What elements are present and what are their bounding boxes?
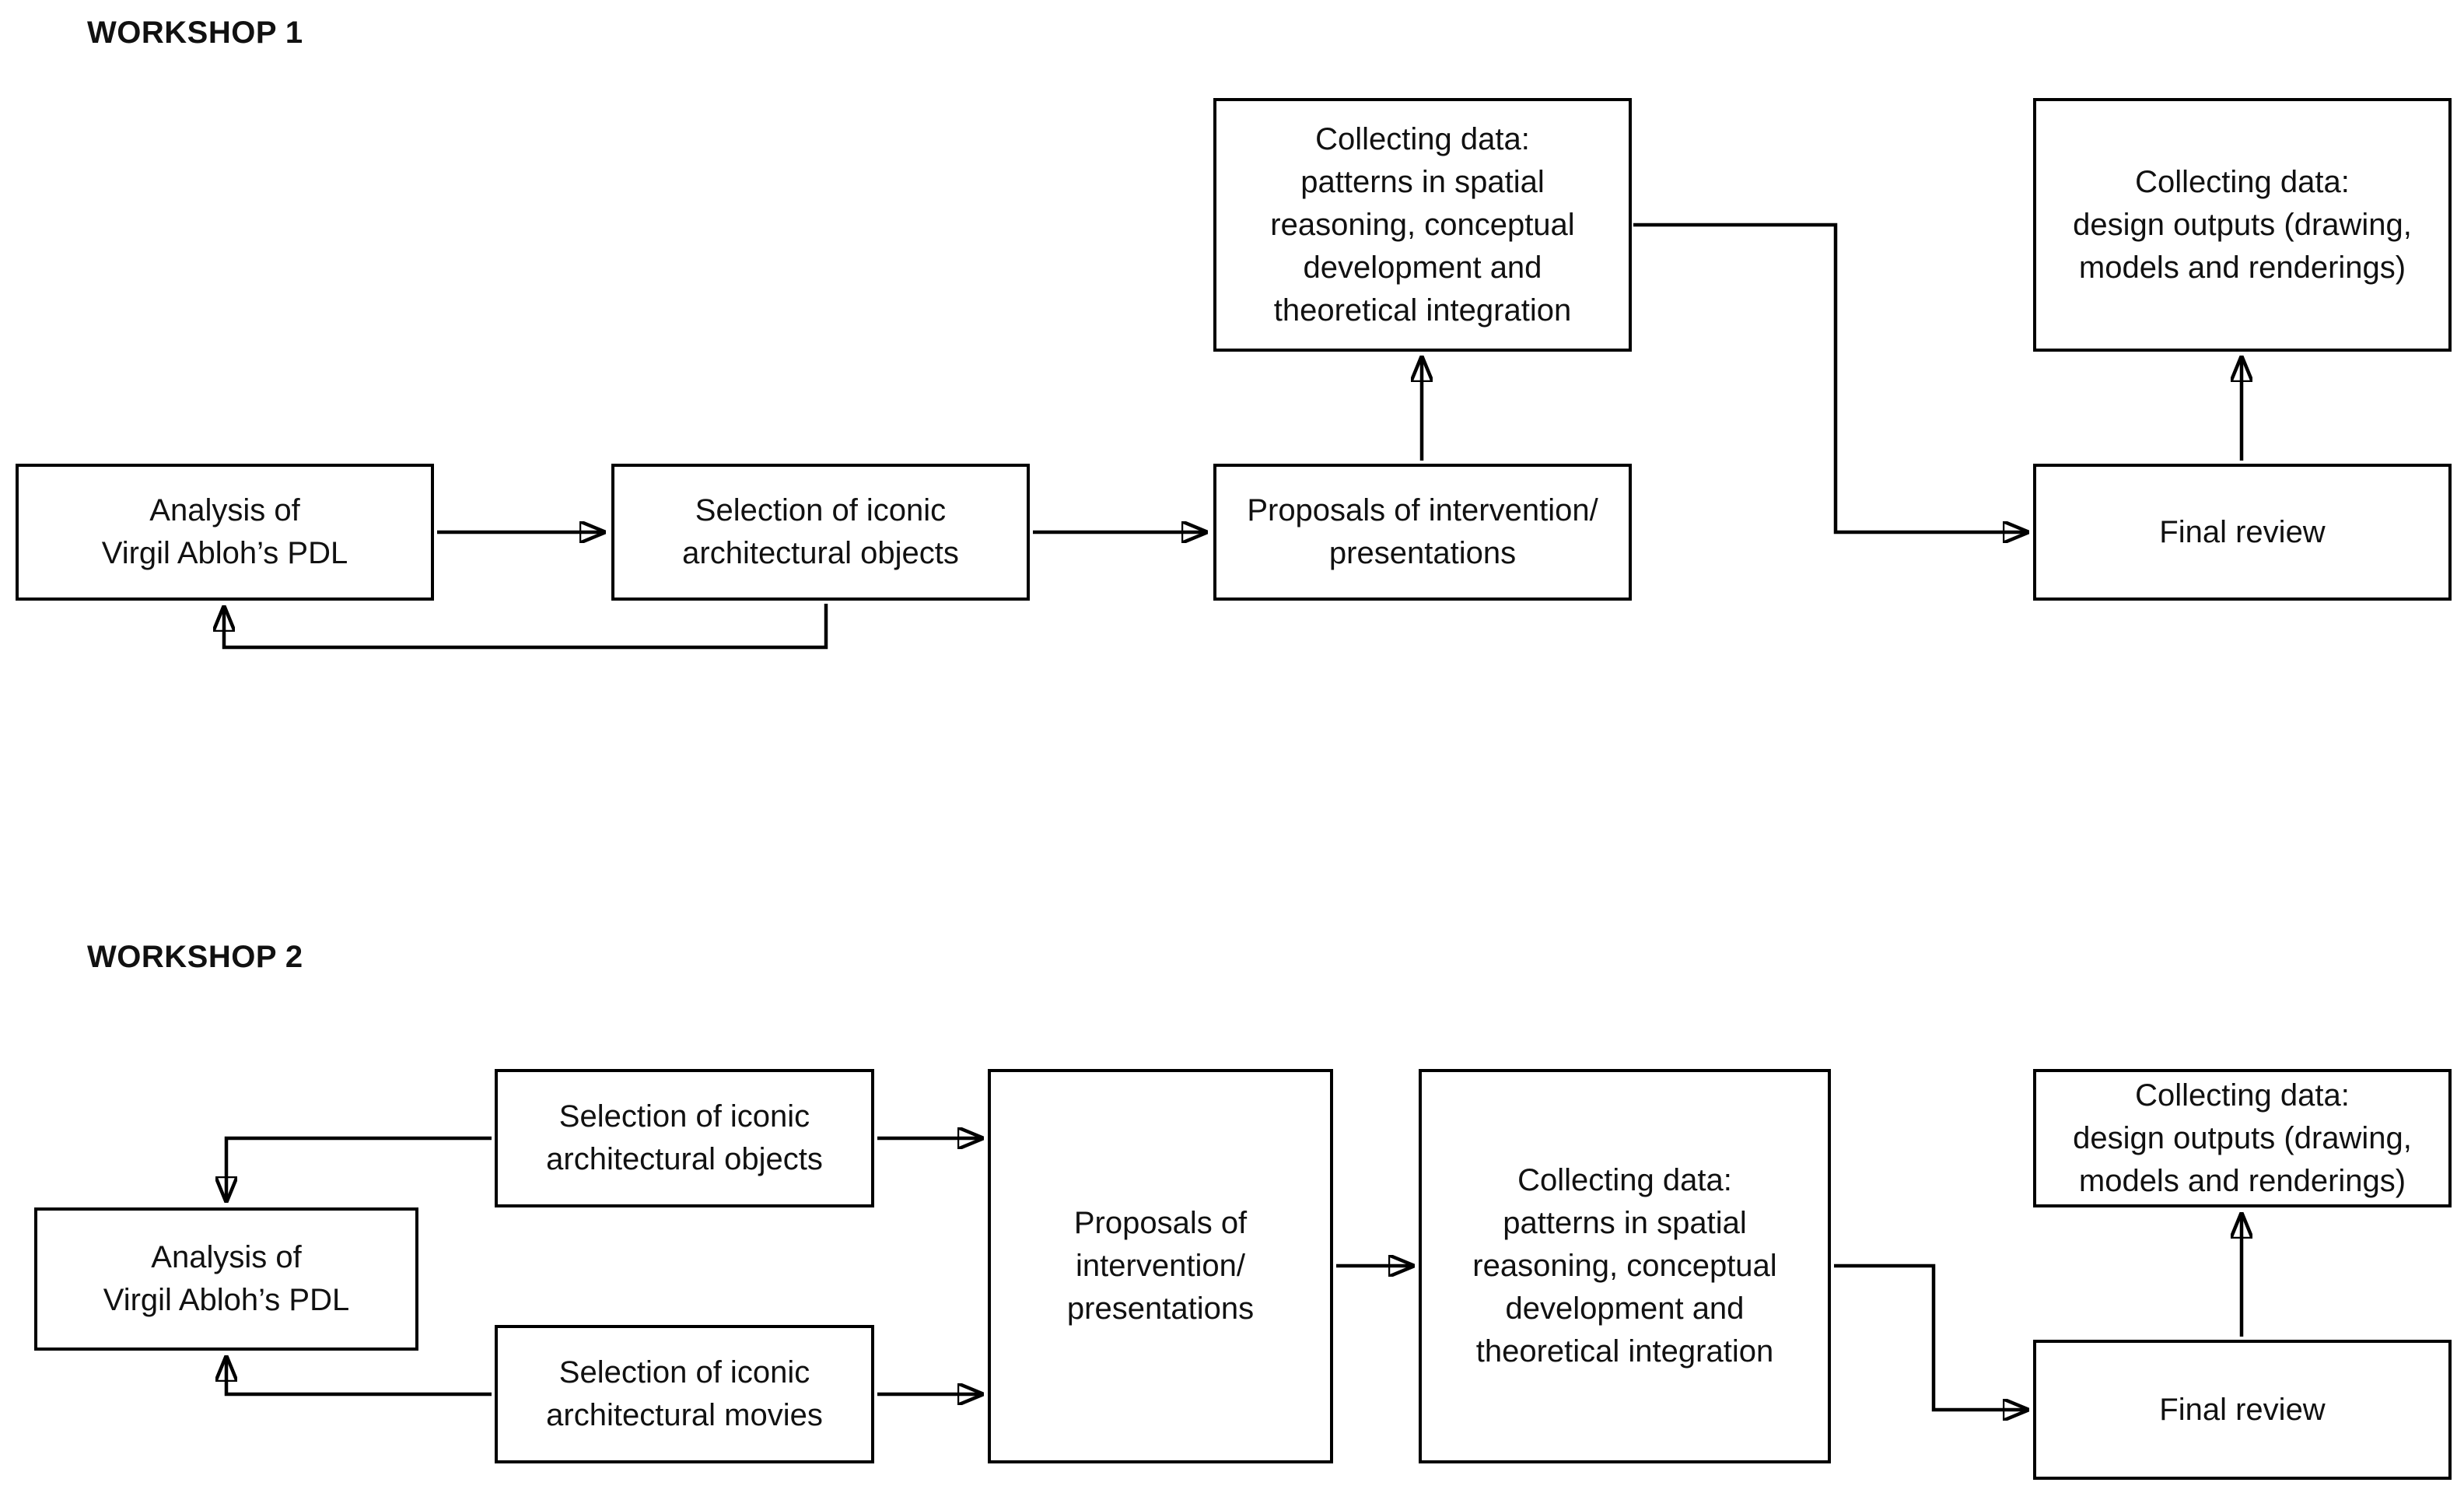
ws2-feedback-movies-to-analysis [226,1356,492,1397]
ws1-feedback-selection-to-analysis [224,604,828,650]
ws1-box-analysis-pdl: Analysis of Virgil Abloh’s PDL [16,464,434,601]
workshop2-title: WORKSHOP 2 [87,940,303,974]
ws2-feedback-objects-to-analysis [226,1136,492,1202]
ws2-box-selection-movies: Selection of iconic architectural movies [495,1325,874,1463]
ws2-box-collecting-patterns: Collecting data: patterns in spatial rea… [1419,1069,1831,1463]
ws1-box-proposals: Proposals of intervention/ presentations [1213,464,1632,601]
ws2-connector-collecting-patterns-to-final-review [1834,1263,2028,1410]
ws1-box-selection-objects: Selection of iconic architectural object… [611,464,1030,601]
ws2-box-proposals: Proposals of intervention/ presentations [988,1069,1333,1463]
ws2-box-final-review: Final review [2033,1340,2452,1480]
ws1-box-collecting-patterns: Collecting data: patterns in spatial rea… [1213,98,1632,352]
ws1-box-collecting-outputs: Collecting data: design outputs (drawing… [2033,98,2452,352]
ws1-box-final-review: Final review [2033,464,2452,601]
ws2-box-selection-objects: Selection of iconic architectural object… [495,1069,874,1207]
ws1-connector-collecting-patterns-to-final-review [1633,223,2028,532]
ws2-box-collecting-outputs: Collecting data: design outputs (drawing… [2033,1069,2452,1207]
ws2-box-analysis-pdl: Analysis of Virgil Abloh’s PDL [34,1207,418,1351]
workshop1-title: WORKSHOP 1 [87,16,303,50]
